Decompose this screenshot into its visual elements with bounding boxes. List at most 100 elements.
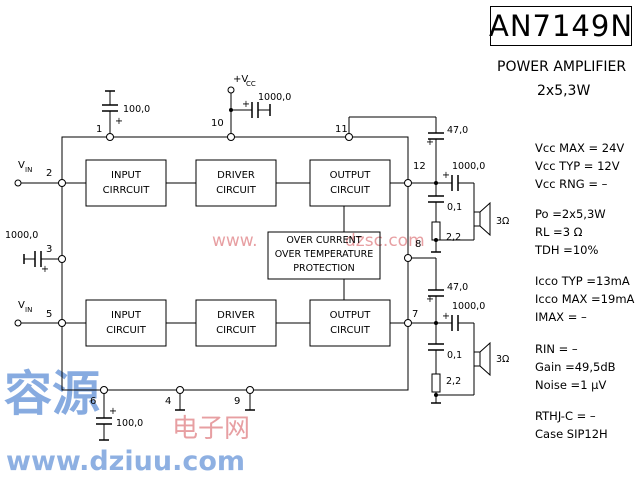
protection-block: [267, 231, 381, 280]
vcc-sub: CC: [246, 80, 256, 88]
driver-label-ch2: DRIVER: [217, 310, 255, 321]
spec-vcc-rng: Vcc RNG = –: [535, 177, 608, 191]
junction-dot: [434, 181, 438, 185]
watermark-chars-red: 电子网: [172, 414, 250, 444]
config-label: 2x5,3W: [537, 83, 591, 99]
spec-vcc-max: Vcc MAX = 24V: [535, 141, 625, 155]
cap-value-ch1-boot: 47,0: [447, 125, 468, 136]
cap-value-ch2-boot: 47,0: [447, 282, 468, 293]
pin-6-terminal: [100, 386, 108, 394]
watermark: 容源 电子网 www.dziuu.com www. dzsc.com: [4, 231, 425, 477]
plus-sign: +: [41, 264, 49, 275]
input-label-ch2-line2: CIRCUIT: [106, 325, 147, 336]
cap-value-pin10: 1000,0: [258, 92, 291, 103]
plus-sign: +: [109, 406, 117, 417]
spec-noise: Noise =1 μV: [535, 378, 607, 392]
junction-dot: [434, 238, 438, 242]
plus-sign: +: [442, 311, 450, 322]
spec-rthj: RTHJ-C = –: [535, 409, 596, 423]
cap-value-pin1: 100,0: [123, 104, 150, 115]
output-label-ch1-line2: CIRCUIT: [330, 185, 371, 196]
input-circuit-block-ch2: [85, 299, 167, 347]
spec-vcc-typ: Vcc TYP = 12V: [535, 159, 620, 173]
output-label-ch2: OUTPUT: [330, 310, 372, 321]
pin-number-1: 1: [96, 124, 102, 135]
spec-imax: IMAX = –: [535, 310, 587, 324]
pin-number-4: 4: [165, 396, 171, 407]
protection-label-2: OVER TEMPERATURE: [275, 249, 374, 260]
spec-gain: Gain =49,5dB: [535, 360, 616, 374]
plus-sign: +: [442, 170, 450, 181]
vcc-terminal: [227, 86, 235, 94]
protection-label-1: OVER CURRENT: [286, 235, 361, 246]
pin-5-terminal: [58, 319, 66, 327]
driver-label-ch2-line2: CIRCUIT: [216, 325, 257, 336]
plus-sign: +: [242, 99, 250, 110]
pin-7-terminal: [404, 319, 412, 327]
pin-9-terminal: [246, 386, 254, 394]
speaker-value-ch2: 3Ω: [496, 354, 509, 365]
driver-circuit-block-ch2: [195, 299, 277, 347]
input-label-ch1-line2: CIRRCUIT: [103, 185, 151, 196]
junction-dot: [434, 393, 438, 397]
driver-circuit-block-ch1: [195, 159, 277, 207]
cap-value-ch1-zobel: 0,1: [447, 202, 462, 213]
junction-dot: [434, 321, 438, 325]
pin-number-12: 12: [413, 161, 426, 172]
resistor-value-ch2: 2,2: [446, 376, 461, 387]
vin-sub-ch1: IN: [25, 166, 32, 174]
resistor-value-ch1: 2,2: [446, 232, 461, 243]
pin-1-terminal: [106, 133, 114, 141]
input-circuit-block-ch1: [85, 159, 167, 207]
pin-number-3: 3: [46, 244, 52, 255]
watermark-url-mid: dzsc.com: [345, 231, 425, 251]
part-number-text: AN7149N: [488, 9, 634, 43]
spec-rin: RIN = –: [535, 342, 578, 356]
spec-rl: RL =3 Ω: [535, 225, 583, 239]
cap-value-ch2-zobel: 0,1: [447, 350, 462, 361]
spec-case: Case SIP12H: [535, 427, 608, 441]
pin-3-terminal: [58, 255, 66, 263]
vcc-label: +V: [233, 74, 248, 85]
part-number-title: AN7149N: [488, 6, 634, 46]
driver-label-ch1: DRIVER: [217, 170, 255, 181]
vin-label-ch2: V: [18, 300, 25, 311]
cap-value-ch2-out: 1000,0: [452, 301, 485, 312]
pin-number-5: 5: [46, 309, 52, 320]
output-label-ch2-line2: CIRCUIT: [330, 325, 371, 336]
output-circuit-block-ch1: [309, 159, 391, 207]
input-label-ch2: INPUT: [111, 310, 142, 321]
pin-number-9: 9: [234, 396, 240, 407]
pin-8-terminal: [404, 254, 412, 262]
pin-number-6: 6: [90, 396, 96, 407]
watermark-url: www.dziuu.com: [6, 446, 245, 477]
cap-value-pin3: 1000,0: [5, 230, 38, 241]
pin-number-7: 7: [412, 309, 418, 320]
plus-sign: +: [115, 116, 123, 127]
pin-number-10: 10: [211, 118, 224, 129]
watermark-url-prefix: www.: [212, 231, 258, 251]
pin-2-terminal: [58, 179, 66, 187]
protection-label-3: PROTECTION: [293, 263, 354, 274]
vin-ch1-terminal: [14, 179, 22, 187]
junction-dot: [229, 108, 233, 112]
spec-icco-typ: Icco TYP =13mA: [535, 274, 630, 288]
output-circuit-block-ch2: [309, 299, 391, 347]
spec-po: Po =2x5,3W: [535, 207, 606, 221]
pin-10-terminal: [227, 133, 235, 141]
watermark-chars: 容源: [4, 366, 100, 422]
cap-value-ch1-out: 1000,0: [452, 161, 485, 172]
vin-ch2-terminal: [14, 319, 22, 327]
output-label-ch1: OUTPUT: [330, 170, 372, 181]
pin-4-terminal: [176, 386, 184, 394]
speaker-value-ch1: 3Ω: [496, 216, 509, 227]
spec-icco-max: Icco MAX =19mA: [535, 292, 635, 306]
driver-label-ch1-line2: CIRCUIT: [216, 185, 257, 196]
pin-number-8: 8: [415, 239, 421, 250]
vin-sub-ch2: IN: [25, 306, 32, 314]
plus-sign: +: [426, 137, 434, 148]
cap-value-pin6: 100,0: [116, 418, 143, 429]
pin-12-terminal: [404, 179, 412, 187]
